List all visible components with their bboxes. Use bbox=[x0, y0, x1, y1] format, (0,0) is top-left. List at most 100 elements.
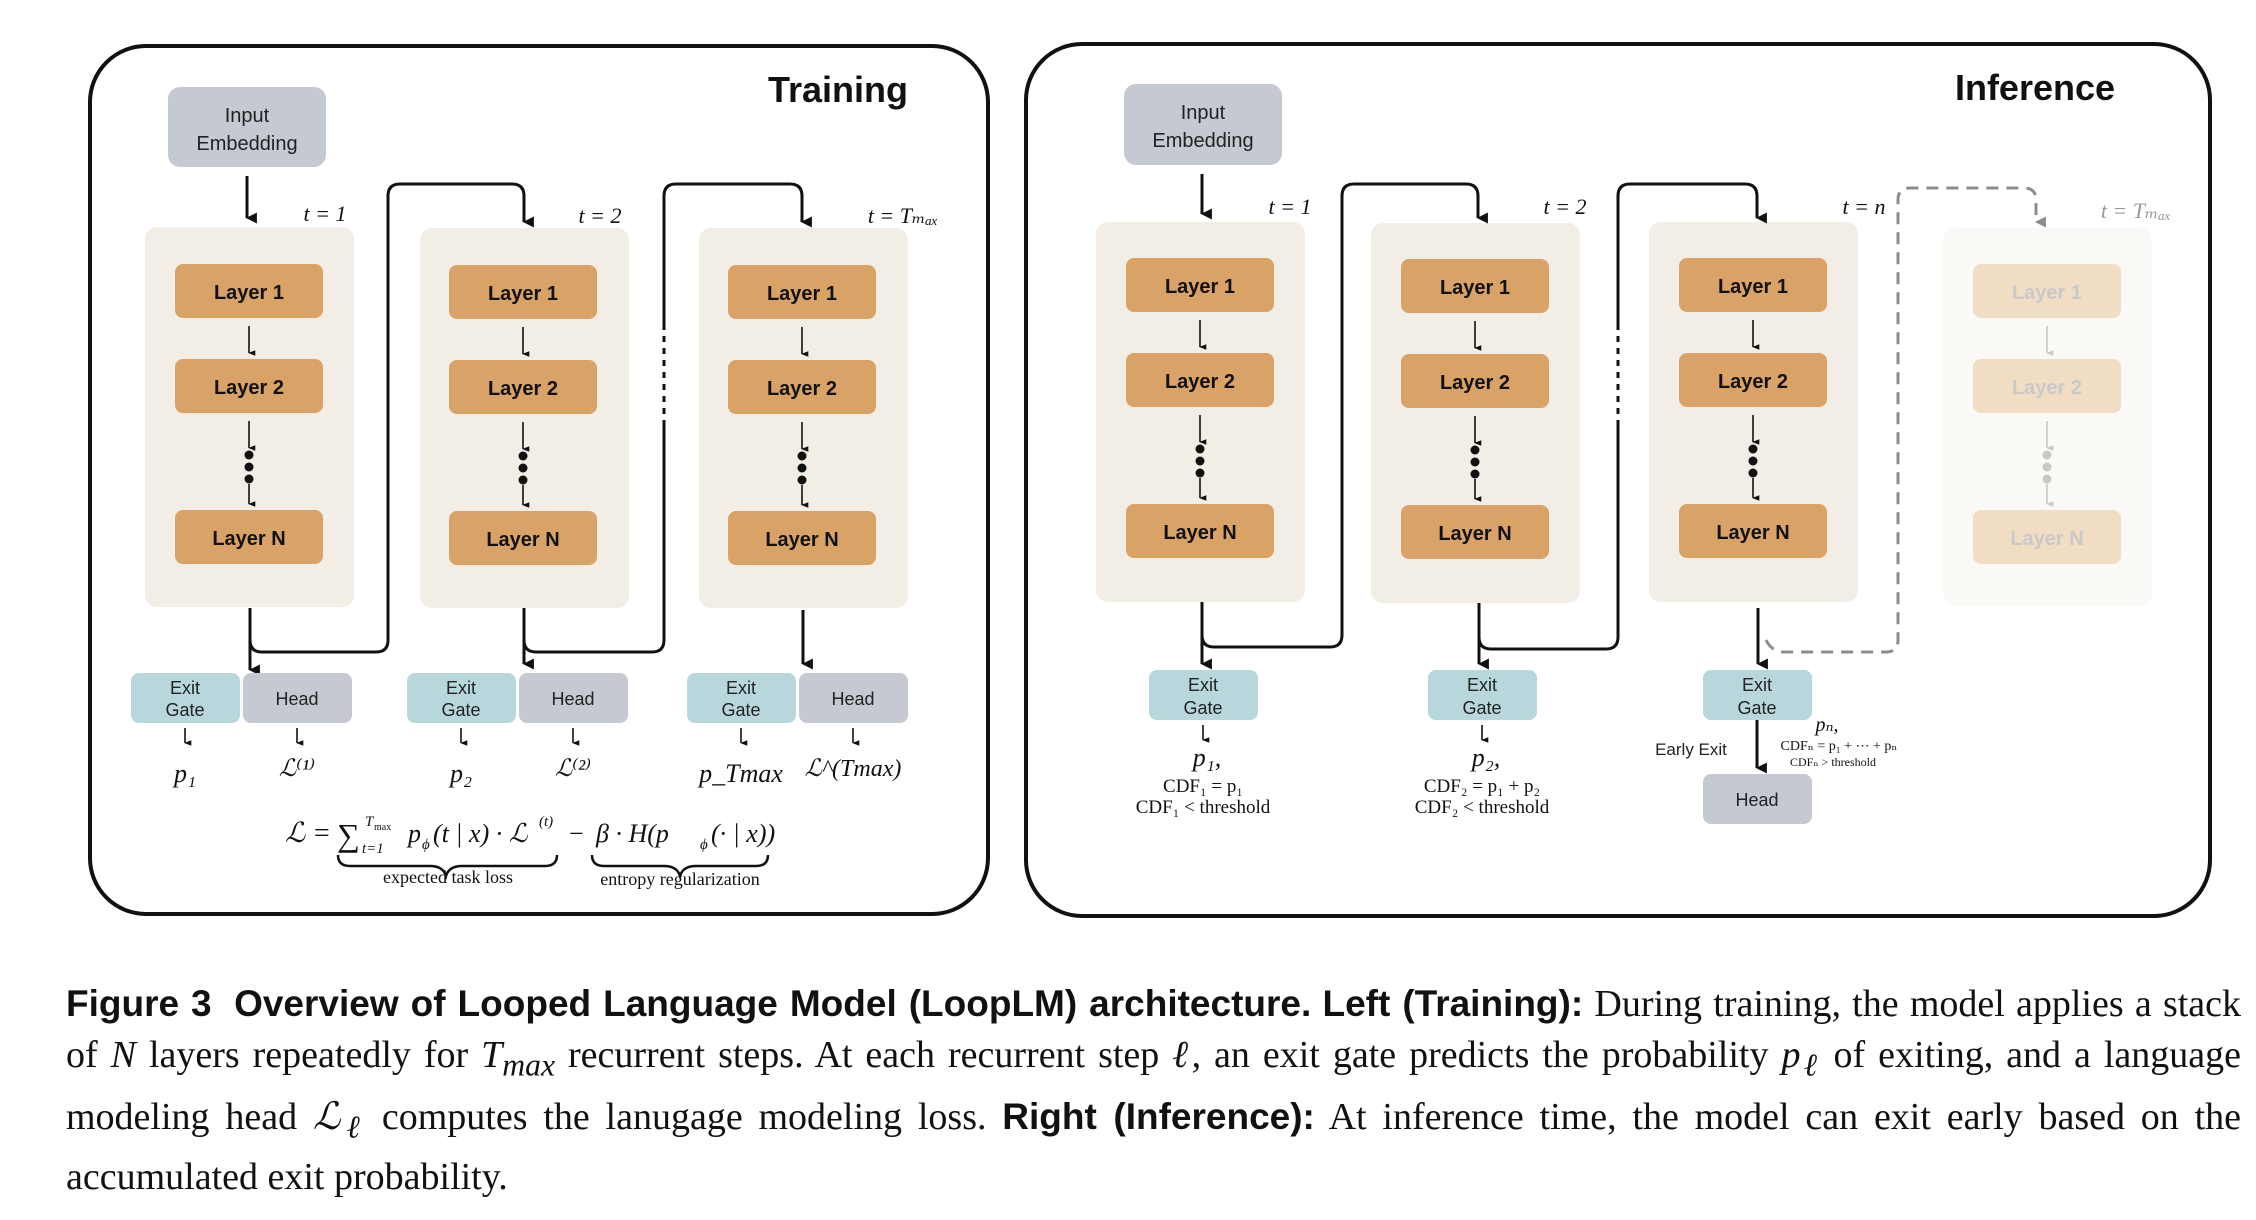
layer-1-box bbox=[1679, 258, 1827, 312]
head-box bbox=[243, 673, 352, 723]
input-embedding-box bbox=[1124, 84, 1282, 165]
cdf-line: CDF₂ = p₁ + p₂ bbox=[1424, 776, 1540, 797]
layer-2-box bbox=[1401, 354, 1549, 408]
layer-2-label: Layer 2 bbox=[214, 377, 284, 399]
loop-connector-1-2 bbox=[248, 182, 534, 654]
ellipsis-dot bbox=[1748, 468, 1758, 478]
step-label: t = n bbox=[1843, 194, 1886, 219]
step-label-faded: t = Tₘₐₓ bbox=[2101, 198, 2171, 223]
input-embedding-label-1: Input bbox=[1181, 102, 1226, 124]
layer-2-box bbox=[1679, 353, 1827, 407]
layer-2-box bbox=[1973, 359, 2121, 413]
layer-1-label: Layer 1 bbox=[1165, 276, 1235, 298]
exit-gate-label-1: Exit bbox=[1188, 675, 1218, 695]
brace-label-expected-loss: expected task loss bbox=[383, 867, 513, 887]
caption-text-6: computes the lanugage modeling loss. bbox=[381, 1095, 987, 1138]
layer-1-label: Layer 1 bbox=[214, 282, 284, 304]
ellipsis-dot bbox=[2042, 462, 2052, 472]
exit-probability: pₙ, bbox=[1813, 714, 1838, 736]
layer-1-label: Layer 1 bbox=[767, 283, 837, 305]
layer-1-box bbox=[1973, 264, 2121, 318]
ellipsis-dot bbox=[797, 463, 807, 473]
figure-caption: Figure 3 Overview of Looped Language Mod… bbox=[66, 978, 2241, 1203]
formula-sum-upper-sub: max bbox=[374, 822, 391, 833]
ellipsis-dot bbox=[797, 475, 807, 485]
exit-gate-box bbox=[1149, 670, 1258, 720]
step-label: t = 2 bbox=[1544, 194, 1587, 219]
step-label: t = 2 bbox=[579, 203, 622, 228]
layer-2-label: Layer 2 bbox=[1718, 371, 1788, 393]
ellipsis-dot bbox=[1748, 444, 1758, 454]
caption-text-2: layers repeatedly for bbox=[148, 1034, 469, 1076]
exit-gate-label-1: Exit bbox=[726, 678, 756, 698]
caption-var-p-sub: ℓ bbox=[1800, 1047, 1821, 1083]
layer-2-box bbox=[175, 359, 323, 413]
ellipsis-dot bbox=[2042, 450, 2052, 460]
caption-var-p: p bbox=[1781, 1034, 1801, 1076]
ellipsis-dot bbox=[1470, 457, 1480, 467]
layer-n-label: Layer N bbox=[212, 528, 285, 550]
ellipsis-dot bbox=[797, 451, 807, 461]
layer-2-box bbox=[1126, 353, 1274, 407]
training-title: Training bbox=[768, 69, 908, 110]
caption-title: Overview of Looped Language Model (LoopL… bbox=[234, 983, 1312, 1024]
caption-left-label: Left (Training): bbox=[1322, 983, 1584, 1024]
step-loss: ℒ^(Tmax) bbox=[805, 756, 902, 782]
layer-n-label: Layer N bbox=[486, 529, 559, 551]
caption-var-t: T bbox=[481, 1034, 503, 1076]
caption-text-1: During training, the model applies a sta… bbox=[66, 983, 2242, 1076]
caption-text-3: recurrent steps. At each recurrent step bbox=[568, 1034, 1160, 1076]
ellipsis-dot bbox=[1470, 469, 1480, 479]
input-embedding-box bbox=[168, 87, 326, 167]
layer-2-box bbox=[449, 360, 597, 414]
exit-gate-label-2: Gate bbox=[1462, 698, 1501, 718]
layer-2-label: Layer 2 bbox=[2012, 377, 2082, 399]
formula-minus: − bbox=[569, 819, 584, 848]
formula-term1-sub: ϕ bbox=[422, 837, 430, 853]
brace-entropy bbox=[590, 854, 770, 881]
ellipsis-dot bbox=[518, 451, 528, 461]
layer-1-box bbox=[728, 265, 876, 319]
exit-gate-label-2: Gate bbox=[1183, 698, 1222, 718]
exit-gate-box bbox=[1428, 670, 1537, 720]
layer-2-label: Layer 2 bbox=[1440, 372, 1510, 394]
layer-n-label: Layer N bbox=[765, 529, 838, 551]
layer-2-label: Layer 2 bbox=[1165, 371, 1235, 393]
figure-label: Figure 3 bbox=[66, 983, 212, 1024]
loss-formula: ℒ = ∑ T max t=1 p ϕ (t | x) · ℒ (t) − β … bbox=[285, 814, 775, 889]
cdf-line: CDF₁ = p₁ bbox=[1163, 776, 1243, 797]
cdf-line: CDFₙ = p₁ + ⋯ + pₙ bbox=[1781, 739, 1898, 754]
layer-1-label: Layer 1 bbox=[2012, 282, 2082, 304]
exit-probability: p₂ bbox=[448, 759, 472, 788]
training-panel: Training Input Embedding t = 1 t = 2 t =… bbox=[88, 44, 990, 916]
layer-n-box bbox=[728, 511, 876, 565]
formula-term2-rest: (· | x)) bbox=[711, 819, 775, 848]
step-loss: ℒ⁽²⁾ bbox=[555, 756, 591, 782]
exit-gate-box bbox=[687, 673, 796, 723]
exit-gate-box bbox=[131, 673, 240, 723]
inference-panel: Inference Input Embedding t = 1 t = 2 t … bbox=[1024, 42, 2212, 918]
step-label: t = Tₘₐₓ bbox=[868, 203, 938, 228]
head-label: Head bbox=[551, 689, 594, 709]
threshold-condition: CDFₙ > threshold bbox=[1790, 755, 1876, 769]
layer-2-box bbox=[728, 360, 876, 414]
layer-n-box bbox=[1679, 504, 1827, 558]
exit-gate-label-2: Gate bbox=[721, 700, 760, 720]
caption-var-lcal: ℒ bbox=[312, 1095, 341, 1138]
formula-lhs: ℒ = bbox=[285, 818, 331, 849]
exit-gate-label-1: Exit bbox=[1742, 675, 1772, 695]
layer-1-box bbox=[175, 264, 323, 318]
head-label: Head bbox=[275, 689, 318, 709]
exit-gate-box bbox=[1703, 670, 1812, 720]
layer-1-label: Layer 1 bbox=[1440, 277, 1510, 299]
brace-label-entropy: entropy regularization bbox=[600, 869, 759, 889]
layer-n-label: Layer N bbox=[1163, 522, 1236, 544]
layer-n-box bbox=[1973, 510, 2121, 564]
formula-term1: p bbox=[406, 819, 421, 848]
head-box bbox=[1703, 774, 1812, 824]
head-label: Head bbox=[1735, 790, 1778, 810]
layer-n-box bbox=[1401, 505, 1549, 559]
layer-2-label: Layer 2 bbox=[767, 378, 837, 400]
input-embedding-label-2: Embedding bbox=[196, 133, 297, 155]
